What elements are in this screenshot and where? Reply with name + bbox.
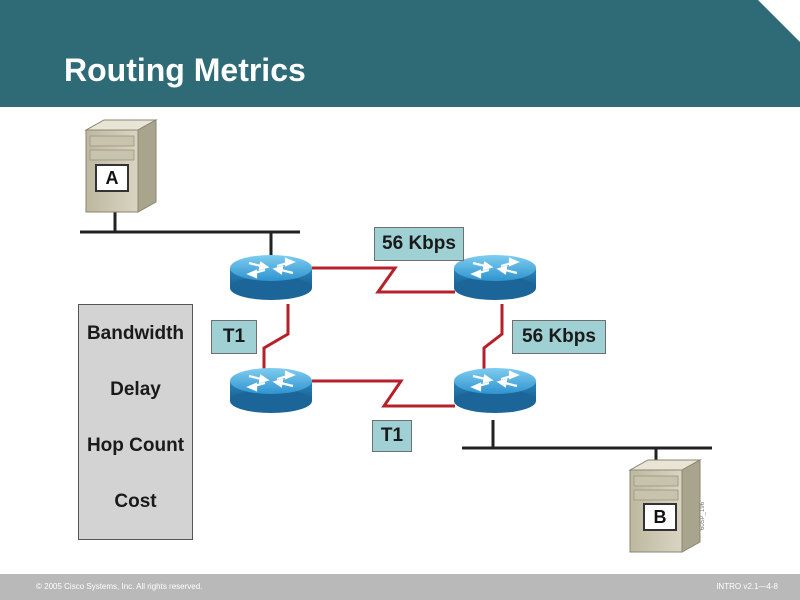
course-code: INTRO v2.1—4-8 [716, 582, 778, 591]
link-label-bottom: T1 [372, 420, 412, 452]
router-icon [452, 253, 538, 302]
serial-link-right [482, 304, 504, 378]
metrics-list: Bandwidth Delay Hop Count Cost [78, 304, 193, 540]
link-label-top: 56 Kbps [374, 227, 464, 261]
slide-title: Routing Metrics [64, 52, 306, 88]
router-icon [228, 253, 314, 302]
host-b-label: B [643, 503, 677, 531]
copyright-text: © 2005 Cisco Systems, Inc. All rights re… [36, 582, 203, 591]
slide-header: Routing Metrics [0, 0, 800, 107]
serial-link-left [262, 304, 290, 378]
router-icon [452, 366, 538, 415]
router-icon [228, 366, 314, 415]
slide-footer: © 2005 Cisco Systems, Inc. All rights re… [0, 574, 800, 600]
metric-item: Bandwidth [86, 323, 185, 344]
metric-item: Hop Count [86, 435, 185, 456]
header-corner-cut [758, 0, 800, 42]
link-label-left: T1 [211, 320, 257, 354]
link-label-right: 56 Kbps [512, 320, 606, 354]
serial-link-bottom [312, 379, 455, 408]
figure-code: 60SP_196 [700, 501, 706, 530]
lan-segment-top [80, 206, 300, 256]
metric-item: Delay [110, 379, 161, 400]
serial-link-top [312, 266, 455, 294]
network-diagram [80, 119, 712, 553]
lan-segment-bottom [462, 420, 712, 466]
host-a-label: A [95, 164, 129, 192]
metric-item: Cost [114, 491, 157, 512]
